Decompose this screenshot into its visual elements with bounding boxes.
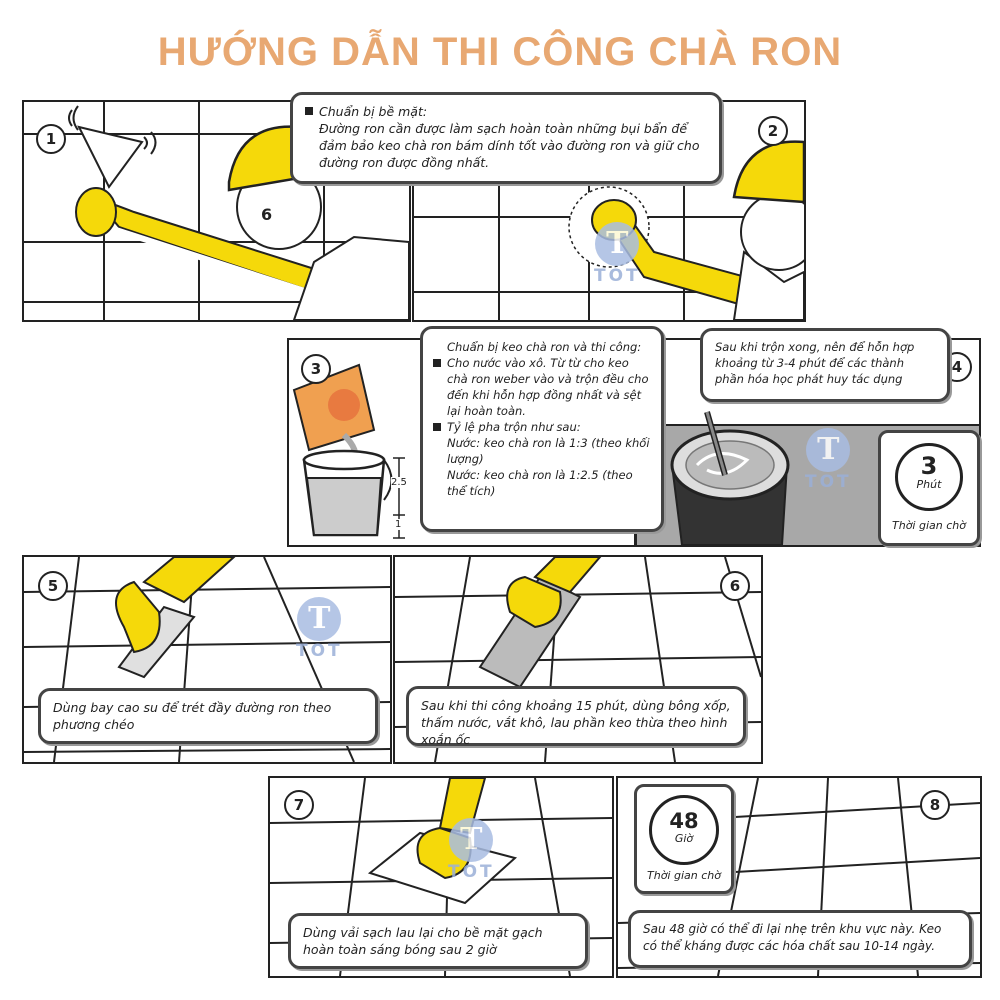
timer-3-minutes: 3 Phút Thời gian chờ — [878, 430, 980, 546]
timer-value: 3 — [920, 452, 938, 480]
cloth-text: Dùng vải sạch lau lại cho bề mặt gạch ho… — [303, 925, 543, 957]
timer-unit: Phút — [916, 478, 942, 491]
tot-logo: T TOT — [805, 428, 852, 492]
tot-logo-mark: T — [806, 428, 851, 472]
mixing-ratio-heading: Tỷ lệ pha trộn như sau: — [447, 420, 581, 434]
step-number-7: 7 — [284, 790, 314, 820]
tot-logo-mark: T — [449, 818, 494, 862]
trowel-callout: Dùng bay cao su để trét đầy đường ron th… — [38, 688, 378, 744]
tot-logo: T TOT — [448, 818, 495, 882]
tot-logo: T TOT — [594, 222, 641, 286]
page-title: HƯỚNG DẪN THI CÔNG CHÀ RON — [157, 30, 843, 74]
sponge-callout: Sau khi thi công khoảng 15 phút, dùng bô… — [406, 686, 746, 747]
timer-unit: Giờ — [674, 832, 694, 845]
step-number-6: 6 — [720, 571, 750, 601]
tot-logo-text: TOT — [805, 472, 852, 492]
tot-logo-text: TOT — [448, 862, 495, 882]
timer-48-hours: 48 Giờ Thời gian chờ — [634, 784, 734, 894]
timer-value: 48 — [669, 809, 699, 833]
timer-dial: 3 Phút — [895, 443, 963, 511]
step-3-illustration — [292, 363, 405, 539]
cloth-callout: Dùng vải sạch lau lại cho bề mặt gạch ho… — [288, 913, 588, 969]
step-number-2: 2 — [758, 116, 788, 146]
tot-logo: T TOT — [296, 597, 343, 661]
trowel-text: Dùng bay cao su để trét đầy đường ron th… — [53, 700, 332, 732]
mixing-ratio-volume: Nước: keo chà ron là 1:2.5 (theo thể tíc… — [447, 468, 633, 498]
mixing-ratio-weight: Nước: keo chà ron là 1:3 (theo khối lượn… — [447, 436, 650, 466]
step-number-3: 3 — [301, 354, 331, 384]
tot-logo-text: TOT — [296, 641, 343, 661]
mixing-step-text: Cho nước vào xô. Từ từ cho keo chà ron w… — [447, 356, 649, 418]
bullet-square — [305, 107, 313, 115]
timer-caption: Thời gian chờ — [647, 869, 721, 882]
wait-callout: Sau khi trộn xong, nên để hỗn hợp khoảng… — [700, 328, 950, 402]
surface-prep-callout: Chuẩn bị bề mặt: Đường ron cần được làm … — [290, 92, 722, 184]
tot-logo-mark: T — [595, 222, 640, 266]
bucket-mark-upper: 2.5 — [391, 477, 407, 488]
tot-logo-text: TOT — [594, 266, 641, 286]
timer-dial: 48 Giờ — [649, 795, 719, 865]
surface-prep-body: Đường ron cần được làm sạch hoàn toàn nh… — [319, 121, 700, 170]
surface-prep-heading: Chuẩn bị bề mặt: — [319, 104, 428, 119]
svg-text:6: 6 — [261, 205, 272, 224]
cure-text: Sau 48 giờ có thể đi lại nhẹ trên khu vự… — [643, 922, 942, 953]
step-number-1: 1 — [36, 124, 66, 154]
mixing-heading: Chuẩn bị keo chà ron và thi công: — [447, 340, 642, 354]
tot-logo-mark: T — [297, 597, 342, 641]
wait-text: Sau khi trộn xong, nên để hỗn hợp khoảng… — [715, 340, 915, 386]
bullet-square — [433, 423, 441, 431]
mixing-callout: Chuẩn bị keo chà ron và thi công: Cho nư… — [420, 326, 664, 532]
bucket-mark-lower: 1 — [395, 519, 402, 530]
cure-callout: Sau 48 giờ có thể đi lại nhẹ trên khu vự… — [628, 910, 972, 968]
step-number-5: 5 — [38, 571, 68, 601]
step-number-8: 8 — [920, 790, 950, 820]
sponge-text: Sau khi thi công khoảng 15 phút, dùng bô… — [421, 698, 731, 747]
timer-caption: Thời gian chờ — [892, 519, 966, 532]
bullet-square — [433, 359, 441, 367]
